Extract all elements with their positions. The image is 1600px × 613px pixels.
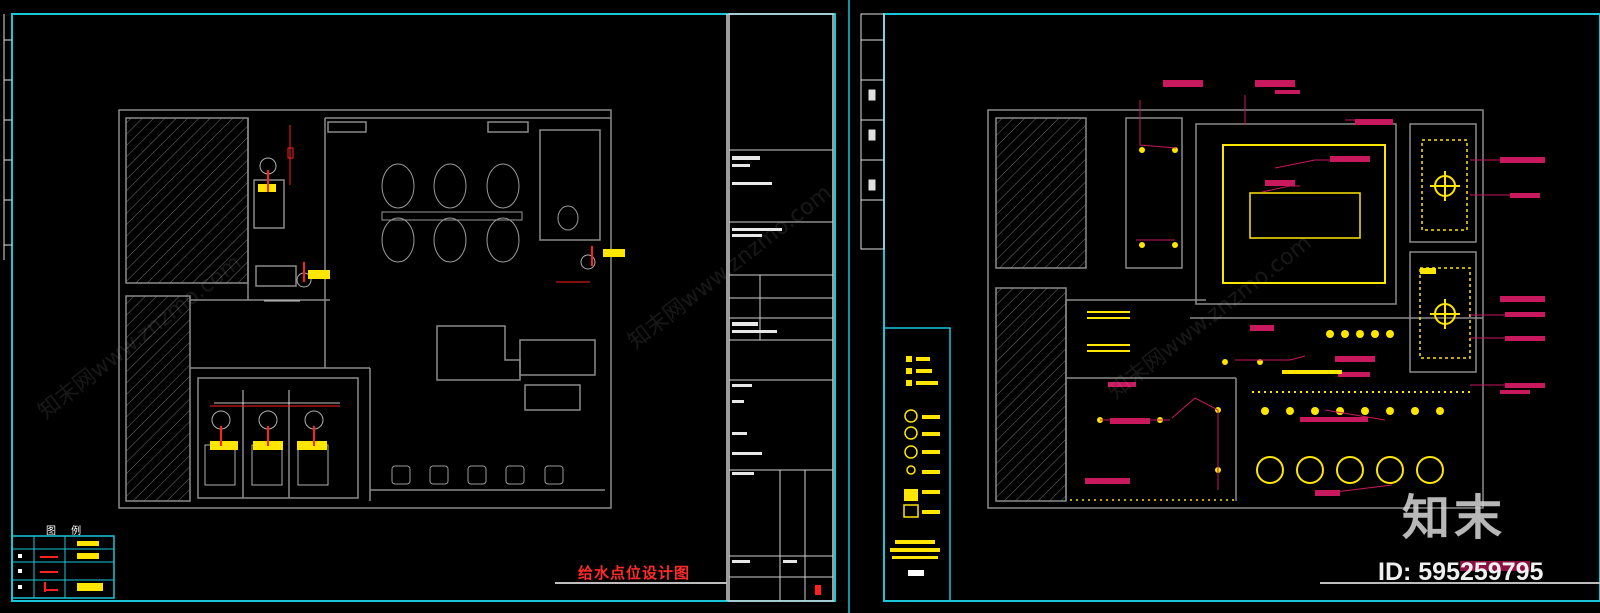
legend-box bbox=[11, 535, 115, 599]
left-floor-plan bbox=[118, 109, 612, 509]
right-legend-panel bbox=[883, 327, 951, 602]
right-binding-strip bbox=[860, 13, 885, 250]
title-block-left bbox=[728, 13, 834, 602]
title-block-left-text bbox=[732, 156, 821, 595]
callout-yellow-tags bbox=[1282, 268, 1436, 374]
downlight-row bbox=[1097, 147, 1444, 473]
waiting-chairs bbox=[391, 465, 564, 485]
left-binding-strip bbox=[3, 14, 12, 260]
legend-title: 图 例 bbox=[46, 526, 88, 537]
right-floor-plan bbox=[987, 109, 1484, 509]
left-sheet bbox=[3, 13, 836, 602]
left-sheet-frame bbox=[11, 13, 836, 602]
right-sheet-frame bbox=[883, 13, 1600, 602]
chair-cluster-top bbox=[381, 163, 579, 263]
brand-logo: 知末 bbox=[1402, 490, 1507, 546]
ceiling-lights bbox=[1070, 139, 1471, 501]
asset-id-label: ID: 595259795 bbox=[1378, 558, 1544, 586]
right-sheet bbox=[860, 13, 1600, 602]
water-point-markers bbox=[210, 125, 625, 450]
callout-tags bbox=[1085, 80, 1545, 496]
drawing-title: 给水点位设计图 bbox=[578, 564, 691, 582]
